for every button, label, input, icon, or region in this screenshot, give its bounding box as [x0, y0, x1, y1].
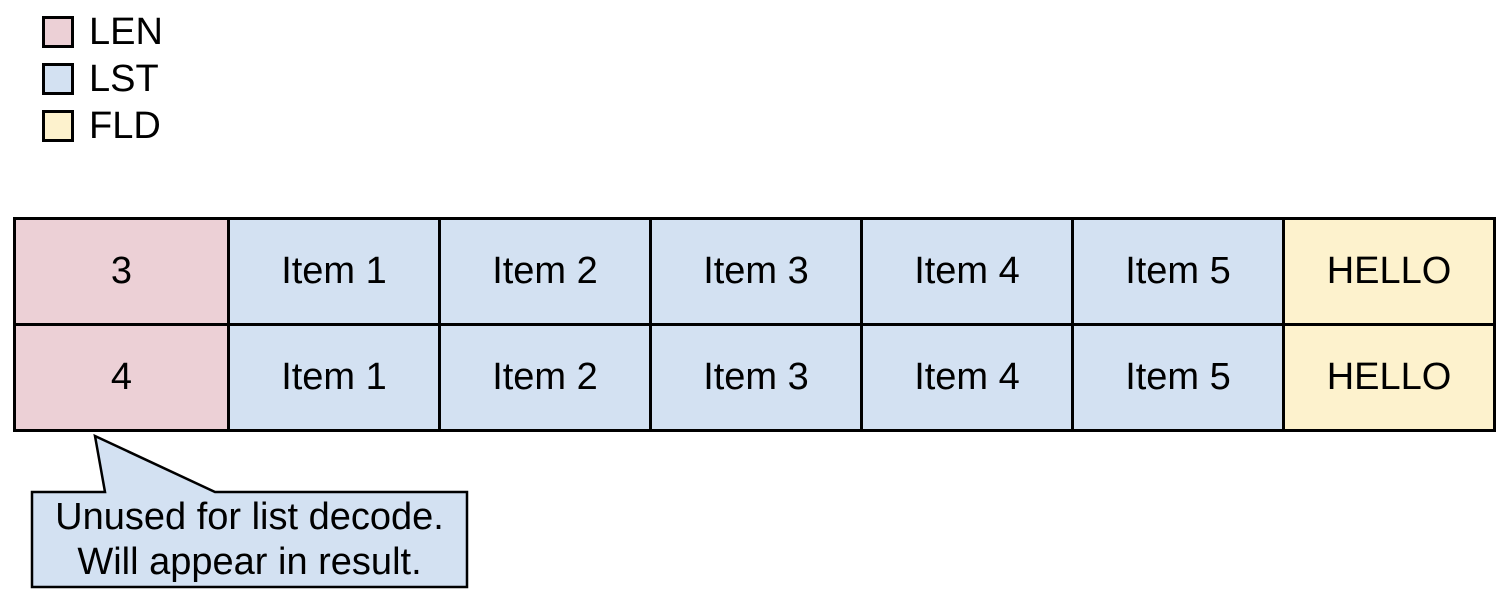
callout-shape	[30, 433, 469, 589]
callout-text: Unused for list decode. Will appear in r…	[32, 492, 467, 587]
legend: LEN LST FLD	[42, 11, 163, 157]
field-cell: HELLO	[1282, 323, 1496, 432]
fld-swatch-icon	[42, 110, 74, 142]
lst-swatch-icon	[42, 63, 74, 95]
callout-line: Unused for list decode.	[55, 495, 444, 538]
item-cell: Item 1	[227, 217, 441, 326]
item-cell: Item 4	[860, 323, 1074, 432]
item-cell: Item 5	[1071, 217, 1285, 326]
item-cell: Item 2	[438, 217, 652, 326]
item-cell: Item 3	[649, 323, 863, 432]
table-row-1: 3 Item 1 Item 2 Item 3 Item 4 Item 5 HEL…	[13, 217, 1496, 326]
len-cell: 3	[13, 217, 230, 326]
len-swatch-icon	[42, 16, 74, 48]
byte-layout-table: 3 Item 1 Item 2 Item 3 Item 4 Item 5 HEL…	[13, 217, 1496, 432]
item-cell: Item 3	[649, 217, 863, 326]
table-row-2: 4 Item 1 Item 2 Item 3 Item 4 Item 5 HEL…	[13, 323, 1496, 432]
legend-label-len: LEN	[89, 11, 163, 53]
legend-item-fld: FLD	[42, 105, 163, 147]
legend-item-lst: LST	[42, 58, 163, 100]
callout-bubble	[30, 433, 469, 589]
legend-label-lst: LST	[89, 58, 159, 100]
item-cell: Item 1	[227, 323, 441, 432]
callout-line: Will appear in result.	[77, 540, 422, 583]
item-cell: Item 2	[438, 323, 652, 432]
legend-label-fld: FLD	[89, 105, 161, 147]
item-cell: Item 4	[860, 217, 1074, 326]
item-cell: Item 5	[1071, 323, 1285, 432]
field-cell: HELLO	[1282, 217, 1496, 326]
len-cell: 4	[13, 323, 230, 432]
legend-item-len: LEN	[42, 11, 163, 53]
